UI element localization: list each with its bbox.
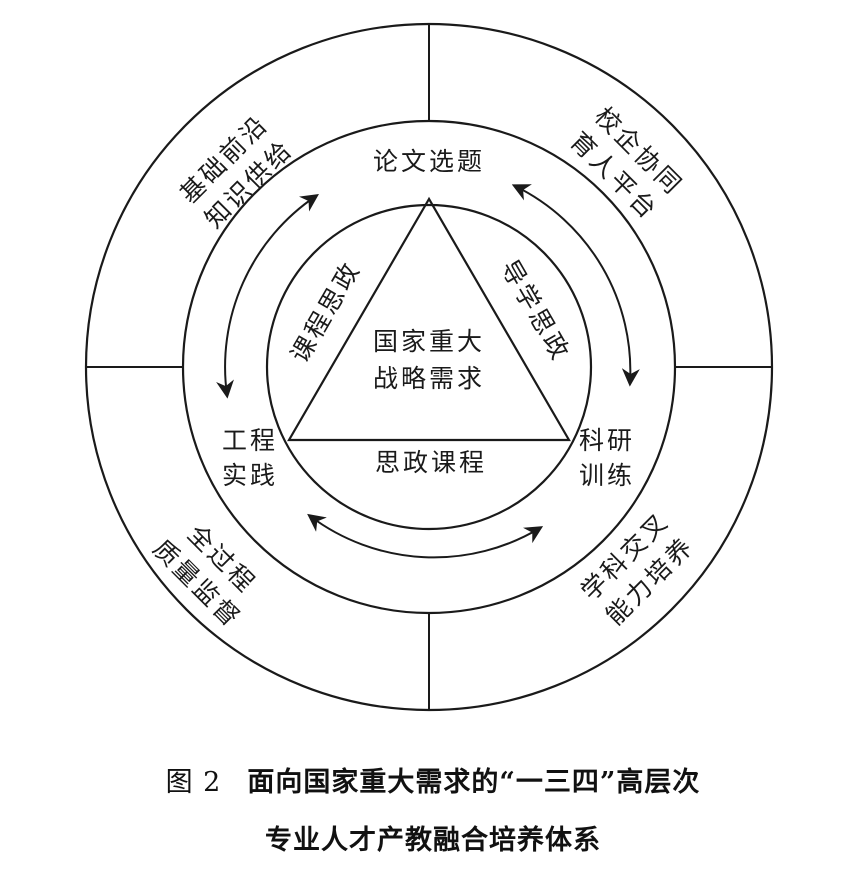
figure-caption-line-2: 专业人才产教融合培养体系 — [0, 818, 866, 857]
figure-title-line-2: 专业人才产教融合培养体系 — [265, 825, 601, 856]
figure-title-line-1: 面向国家重大需求的“一三四”高层次 — [247, 767, 701, 798]
triangle-bottom-label: 思政课程 — [375, 448, 487, 477]
center-line-2: 战略需求 — [373, 364, 485, 393]
middle-top-label: 论文选题 — [373, 147, 485, 176]
figure-number: 图 2 — [165, 767, 222, 798]
middle-left-line-2: 实践 — [222, 461, 278, 490]
center-line-1: 国家重大 — [373, 327, 485, 356]
middle-right-line-2: 训练 — [579, 461, 635, 490]
arrow-top-right — [511, 184, 640, 387]
central-triangle — [287, 196, 571, 442]
triangle-right-label: 导学思政 — [495, 255, 576, 367]
middle-left-line-1: 工程 — [222, 426, 278, 455]
arrow-bottom — [307, 513, 544, 559]
middle-right-line-1: 科研 — [579, 426, 635, 455]
arrow-top-left — [216, 193, 319, 399]
figure-caption-line-1: 图 2 面向国家重大需求的“一三四”高层次 — [0, 760, 866, 799]
